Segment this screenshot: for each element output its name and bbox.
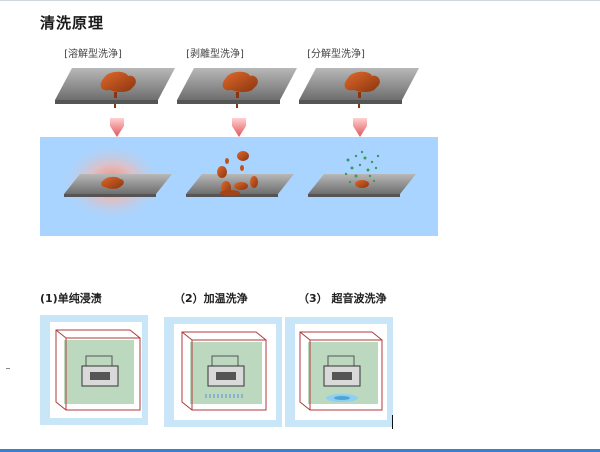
down-arrow-icon (232, 118, 246, 137)
bottom-plate-dissolve (64, 174, 172, 197)
top-plate-decompose (299, 68, 419, 108)
bottom-plate-decompose (308, 150, 416, 197)
particles (344, 150, 380, 184)
sub-label-heating: （2）加温洗浄 (174, 292, 248, 305)
tank-panel-ultrasonic (285, 317, 393, 427)
sub-label-ultrasonic: （3） 超音波洗浄 (298, 292, 387, 305)
top-divider (0, 0, 600, 1)
method-label-peel: [剥離型洗浄] (186, 49, 244, 60)
method-label-decompose: [分解型洗浄] (307, 49, 365, 60)
method-label-dissolve: [溶解型洗浄] (64, 49, 122, 60)
top-plate-dissolve (55, 68, 175, 108)
tank-panel-heating (164, 317, 282, 427)
down-arrow-icon (110, 118, 124, 137)
top-plate-peel (177, 68, 297, 108)
margin-mark (6, 368, 10, 369)
stain-icon (222, 71, 258, 92)
heater-icon (205, 394, 243, 398)
stain-icon (100, 71, 136, 92)
sub-label-immersion: (1)单纯浸渍 (40, 292, 102, 305)
stain-icon (344, 71, 380, 92)
bottom-plate-peel (186, 151, 294, 197)
bottom-divider (0, 449, 600, 452)
text-cursor (392, 415, 393, 429)
down-arrow-icon (353, 118, 367, 137)
tank-panel-immersion (40, 315, 148, 425)
stain-icon (101, 176, 124, 189)
page-title: 清洗原理 (40, 14, 105, 32)
